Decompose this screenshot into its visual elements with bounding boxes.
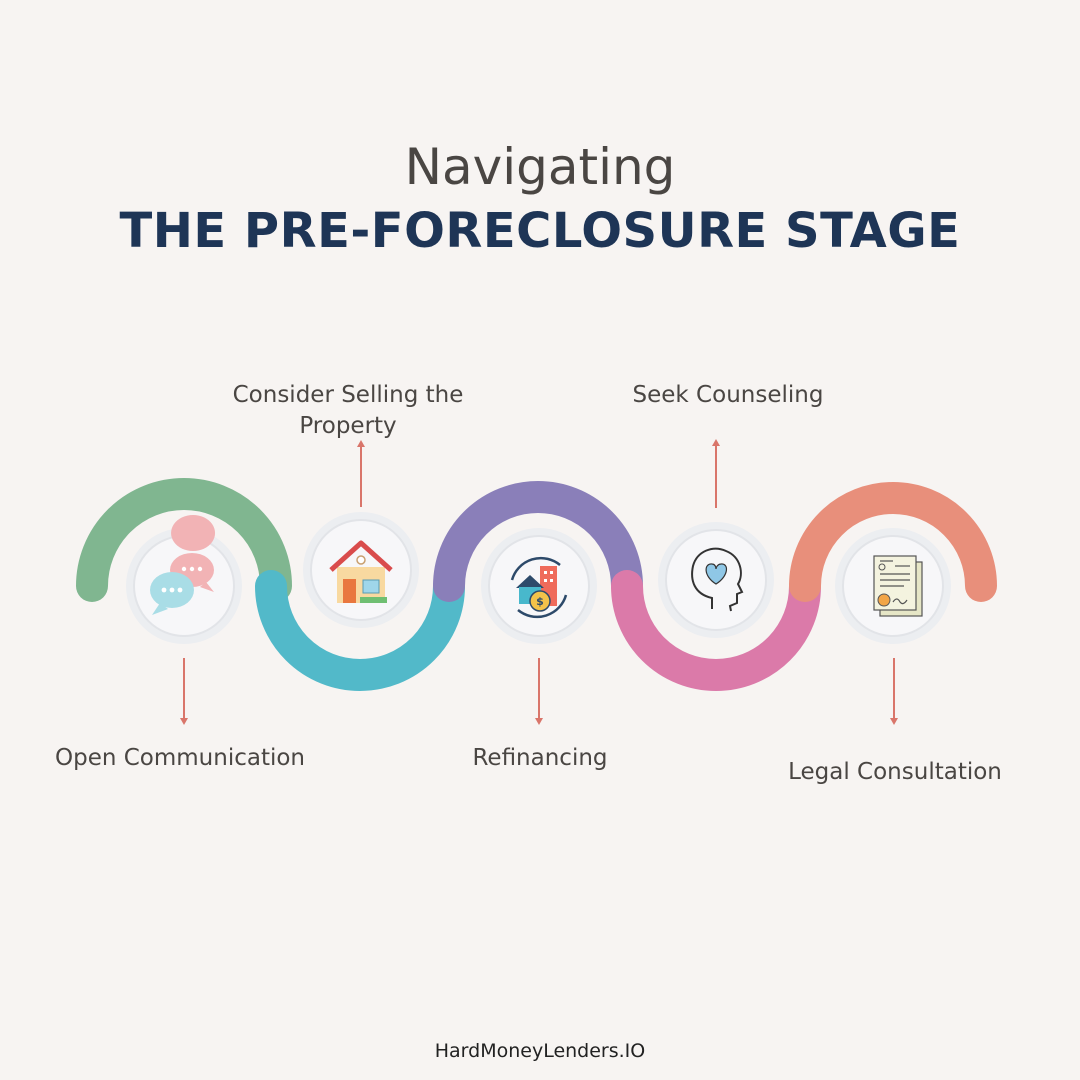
segment-seek-counseling (611, 570, 821, 691)
arrow-seek-counseling (712, 439, 720, 508)
footer-brand: HardMoneyLenders.IO (434, 1040, 646, 1062)
segment-legal-consultation (789, 482, 997, 602)
chat-bubbles-icon (150, 515, 216, 615)
arrow-legal-consultation (890, 658, 898, 725)
title-navigating: Navigating (404, 138, 676, 196)
title-main: THE PRE-FORECLOSURE STAGE (119, 203, 961, 259)
house-icon (329, 540, 393, 603)
label-consider-selling: Consider Selling the Property (232, 382, 464, 439)
segment-open-communication (76, 478, 292, 602)
svg-text:$: $ (536, 595, 544, 608)
segment-consider-selling (255, 570, 465, 691)
label-refinancing: Refinancing (472, 745, 608, 771)
legal-document-icon (873, 555, 923, 617)
head-heart-icon (691, 547, 744, 612)
label-legal-consultation: Legal Consultation (788, 759, 1002, 785)
label-open-communication: Open Communication (54, 745, 306, 771)
segment-refinancing (433, 481, 643, 602)
label-seek-counseling: Seek Counseling (632, 382, 824, 408)
arrow-open-communication (180, 658, 188, 725)
refinance-house-icon: $ (510, 556, 568, 619)
arrow-refinancing (535, 658, 543, 725)
arrow-consider-selling (357, 440, 365, 507)
